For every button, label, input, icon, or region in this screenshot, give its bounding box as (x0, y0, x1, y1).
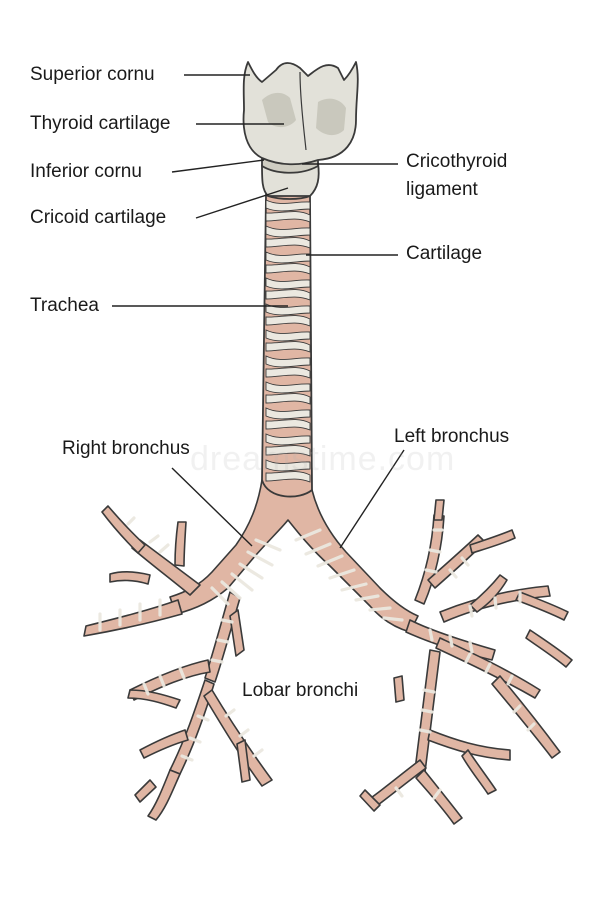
tracheal-ring (265, 199, 311, 212)
tracheal-ring (265, 225, 311, 238)
label-left-bronchus: Left bronchus (394, 426, 510, 447)
tracheal-ring (265, 303, 311, 316)
watermark: dreamstime.com (190, 440, 456, 478)
label-inferior-cornu: Inferior cornu (30, 161, 142, 182)
tracheal-ring (265, 381, 311, 394)
bronchial-tree (83, 479, 573, 825)
tracheal-ring (265, 445, 311, 457)
label-cricothyroid-line1: Cricothyroid (406, 151, 508, 172)
tracheal-ring (265, 355, 311, 368)
leader-lines (112, 74, 405, 549)
tracheal-ring (265, 407, 311, 420)
label-trachea: Trachea (30, 295, 99, 316)
label-cartilage: Cartilage (406, 243, 483, 264)
tracheal-ring (265, 237, 311, 249)
bronchial-rings (98, 516, 536, 800)
tracheal-ring (265, 459, 311, 472)
tracheal-ring (265, 277, 311, 290)
tracheal-ring (265, 419, 311, 431)
label-right-bronchus: Right bronchus (62, 438, 190, 459)
label-superior-cornu: Superior cornu (30, 64, 155, 85)
tracheal-cartilage-rings (265, 199, 311, 483)
label-lobar-bronchi: Lobar bronchi (242, 680, 359, 701)
tracheal-ring (265, 471, 311, 483)
label-cricoid-cartilage: Cricoid cartilage (30, 207, 167, 228)
tracheal-ring (265, 433, 311, 446)
label-cricothyroid-line2: ligament (406, 179, 478, 200)
tracheal-ring (265, 251, 311, 264)
trachea-tube (261, 194, 313, 498)
tracheal-ring (265, 341, 311, 353)
tracheal-ring (265, 315, 311, 327)
tracheal-ring (265, 367, 311, 379)
tracheal-ring (265, 211, 311, 223)
tracheal-ring (265, 263, 311, 275)
tracheal-ring (265, 393, 311, 405)
tracheal-ring (265, 289, 311, 301)
larynx (242, 61, 359, 200)
label-thyroid-cartilage: Thyroid cartilage (30, 113, 171, 134)
tracheal-ring (265, 329, 311, 342)
